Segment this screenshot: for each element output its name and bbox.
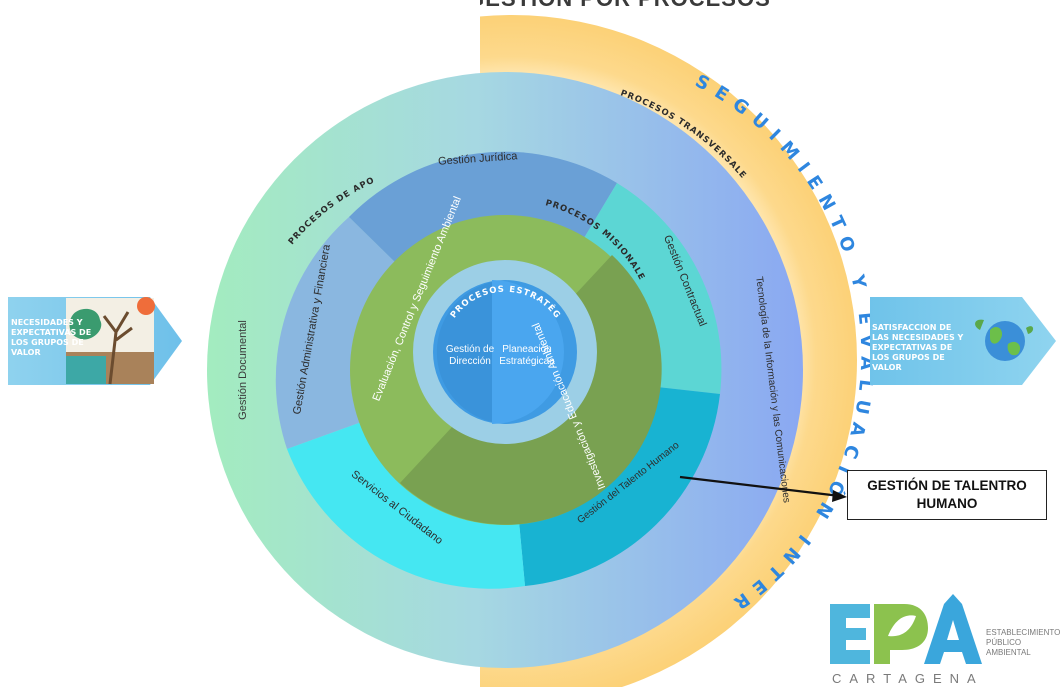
drought-tree-icon <box>66 297 155 385</box>
callout-line-2: HUMANO <box>916 496 978 511</box>
output-text-4: LOS GRUPOS DE <box>872 353 945 362</box>
logo-sub-1: ESTABLECIMIENTO <box>986 628 1061 637</box>
input-text-2: EXPECTATIVAS DE <box>11 328 91 337</box>
epa-logo <box>830 594 982 664</box>
input-text-4: VALOR <box>11 348 41 357</box>
epa-logo-p-leaf <box>874 604 928 664</box>
callout-arrow <box>679 475 841 498</box>
input-text-1: NECESIDADES Y <box>11 318 83 327</box>
label-direccion-2: Dirección <box>449 356 491 367</box>
epa-logo-e <box>830 604 870 664</box>
label-direccion-1: Gestión de <box>446 344 495 355</box>
label-gestion-documental: Gestión Documental <box>237 320 249 420</box>
label-gestion-juridica: Gestión Jurídica <box>438 150 519 168</box>
logo-city: CARTAGENA <box>832 671 984 686</box>
input-text-3: LOS GRUPOS DE <box>11 338 84 347</box>
earth-globe-icon <box>975 319 1034 361</box>
label-planeacion-1: Planeación <box>502 344 551 355</box>
input-arrow: NECESIDADES Y EXPECTATIVAS DE LOS GRUPOS… <box>8 297 182 385</box>
output-text-2: LAS NECESIDADES Y <box>872 333 964 342</box>
callout-arrowhead <box>832 490 847 502</box>
epa-logo-a <box>924 594 982 664</box>
output-text-3: EXPECTATIVAS DE <box>872 343 952 352</box>
logo-sub-3: AMBIENTAL <box>986 648 1031 657</box>
output-text-1: SATISFACCION DE <box>872 323 951 332</box>
label-planeacion-2: Estratégicaa <box>499 356 555 367</box>
core-right-half <box>492 280 564 424</box>
diagram-title: DIAGRAMA DE GESTIÓN POR PROCESOS <box>0 0 1063 12</box>
talento-humano-callout: GESTIÓN DE TALENTRO HUMANO <box>847 470 1047 520</box>
callout-line-1: GESTIÓN DE TALENTRO <box>867 478 1027 493</box>
logo-sub-2: PÚBLICO <box>986 638 1022 647</box>
output-text-5: VALOR <box>872 363 902 372</box>
output-arrow: SATISFACCION DE LAS NECESIDADES Y EXPECT… <box>870 297 1056 385</box>
